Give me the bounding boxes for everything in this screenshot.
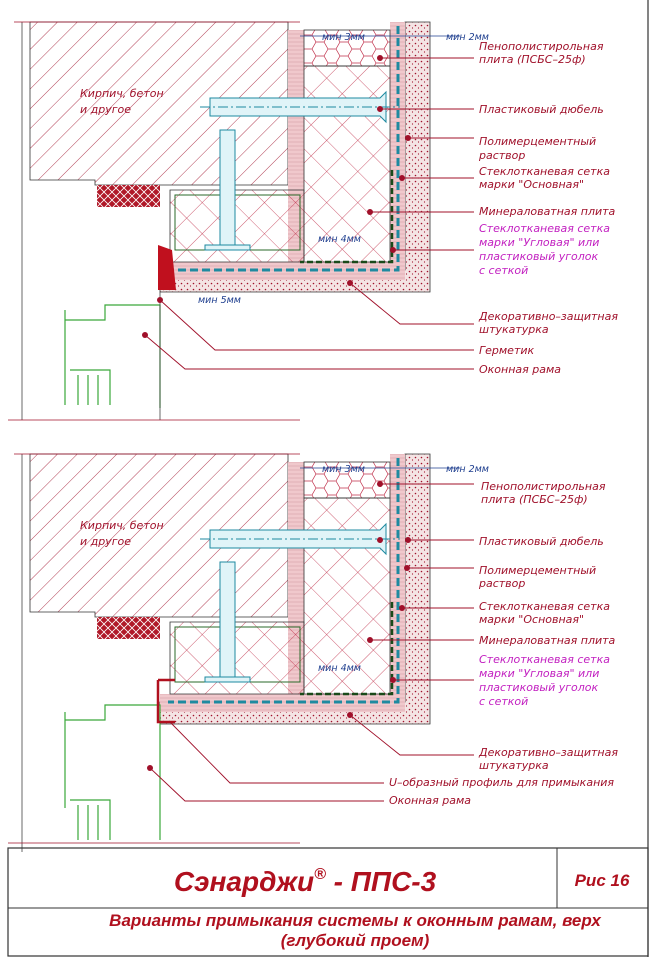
label-mortar: Полимерцементный <box>479 135 596 148</box>
product-title: Сэнарджи® - ППС-3 <box>174 866 437 897</box>
label-mesh-corner: Стеклотканевая сетка <box>479 653 610 666</box>
label-mesh-main: Стеклотканевая сетка <box>479 165 610 178</box>
u-profile <box>156 678 175 724</box>
label-frame: Оконная рама <box>389 794 471 807</box>
label-mortar: Полимерцементный <box>479 564 596 577</box>
caption-line: (глубокий проем) <box>281 931 430 950</box>
label-mineral: Минераловатная плита <box>479 634 616 647</box>
label-plaster: Декоративно–защитная <box>478 310 618 323</box>
label-frame: Оконная рама <box>479 363 561 376</box>
label-mesh-corner: Стеклотканевая сетка <box>479 222 610 235</box>
leader-lines <box>149 483 474 802</box>
label-mortar: раствор <box>478 149 525 162</box>
wall-label: и другое <box>80 535 131 548</box>
label-plaster: штукатурка <box>479 759 549 772</box>
label-mineral: Минераловатная плита <box>479 205 616 218</box>
label-mesh-corner: с сеткой <box>479 695 528 708</box>
label-mesh-corner: с сеткой <box>479 264 528 277</box>
label-mesh-main: марки "Основная" <box>479 178 584 191</box>
dim-min4: мин 4мм <box>318 663 361 674</box>
window-frame <box>64 704 161 840</box>
leader-dots <box>142 55 411 338</box>
dim-min3: мин 3мм <box>322 464 365 475</box>
label-eps: Пенополистирольная <box>479 40 604 53</box>
caption-line: Варианты примыкания системы к оконным ра… <box>109 911 602 930</box>
dim-min2: мин 2мм <box>446 464 489 475</box>
dim-min4: мин 4мм <box>318 234 361 245</box>
wall-label: и другое <box>80 103 131 116</box>
dim-min3: мин 3мм <box>322 32 365 43</box>
label-sealant: Герметик <box>479 344 535 357</box>
label-plaster: Декоративно–защитная <box>478 746 618 759</box>
label-mesh-corner: пластиковый уголок <box>479 681 599 694</box>
label-eps: плита (ПСБС–25ф) <box>479 53 586 66</box>
label-mesh-main: марки "Основная" <box>479 613 584 626</box>
label-plaster: штукатурка <box>479 323 549 336</box>
figure-number: Рис 16 <box>575 871 630 890</box>
label-mesh-corner: марки "Угловая" или <box>479 236 599 249</box>
label-u-profile: U–образный профиль для примыкания <box>389 776 614 789</box>
label-eps: Пенополистирольная <box>481 480 606 493</box>
detail-bottom: Кирпич, бетон и другое мин 3мм мин 2мм м… <box>8 452 618 854</box>
leader-dots <box>147 481 411 771</box>
label-eps: плита (ПСБС–25ф) <box>481 493 588 506</box>
leader-lines <box>144 57 474 370</box>
label-mortar: раствор <box>478 577 525 590</box>
wall-label: Кирпич, бетон <box>80 87 164 100</box>
label-dowel: Пластиковый дюбель <box>479 103 604 116</box>
label-dowel: Пластиковый дюбель <box>479 535 604 548</box>
label-mesh-corner: пластиковый уголок <box>479 250 599 263</box>
window-frame <box>64 304 161 408</box>
wall-label: Кирпич, бетон <box>80 519 164 532</box>
dim-min5: мин 5мм <box>198 295 241 306</box>
label-mesh-corner: марки "Угловая" или <box>479 667 599 680</box>
detail-top: Кирпич, бетон и другое мин 3мм мин 2мм м… <box>8 20 618 422</box>
title-block: Сэнарджи® - ППС-3 Рис 16 Варианты примык… <box>7 0 649 957</box>
dim-min2: мин 2мм <box>446 32 489 43</box>
sealant <box>158 245 176 290</box>
label-mesh-main: Стеклотканевая сетка <box>479 600 610 613</box>
